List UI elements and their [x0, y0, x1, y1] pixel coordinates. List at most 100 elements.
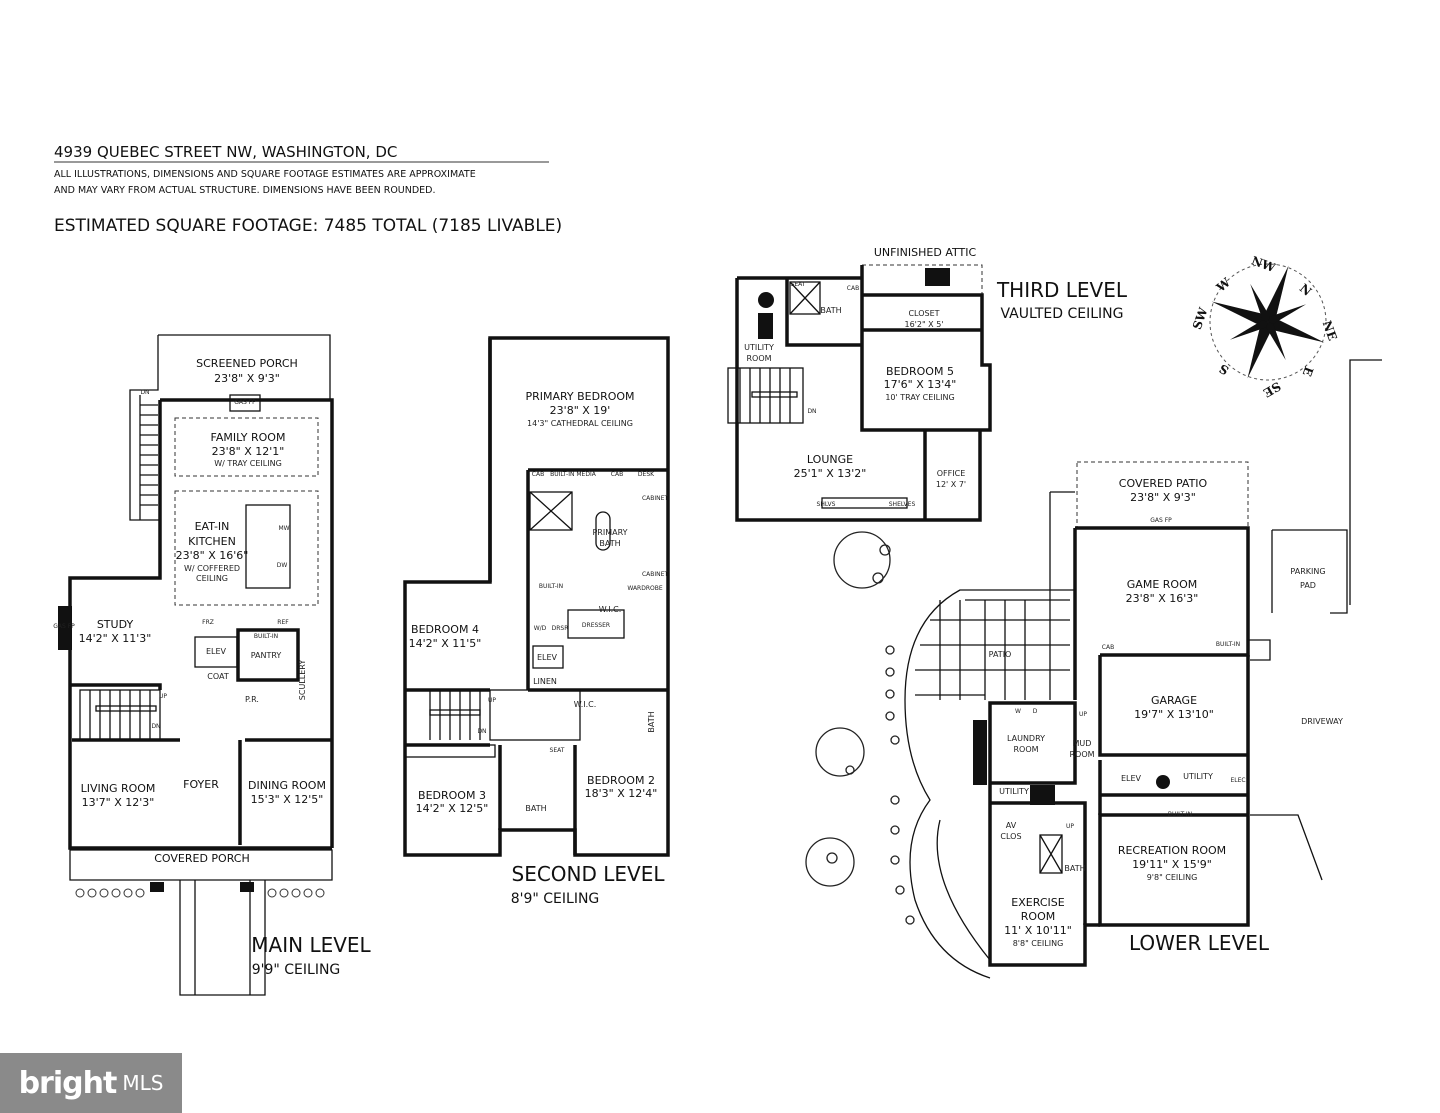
kitchen-label-1: EAT-IN	[195, 520, 230, 533]
recreation-room-dims: 19'11" X 15'9"	[1132, 858, 1212, 871]
attic-label: UNFINISHED ATTIC	[874, 246, 977, 259]
compass-ne: NE	[1320, 319, 1340, 343]
bedroom4-dims: 14'2" X 11'5"	[409, 637, 482, 650]
study-gas-fp-label: GAS FP	[53, 623, 75, 630]
desk-label: DESK	[638, 471, 655, 478]
laundry-label-1: LAUNDRY	[1007, 734, 1045, 743]
wardrobe-label: WARDROBE	[627, 585, 663, 592]
bedroom2-dims: 18'3" X 12'4"	[585, 787, 658, 800]
mud-room-label-1: MUD	[1073, 739, 1092, 748]
powder-room-label: P.R.	[245, 695, 259, 704]
stair-dn-label: DN	[151, 723, 160, 730]
kitchen-label-2: KITCHEN	[188, 535, 236, 548]
covered-patio-label: COVERED PATIO	[1119, 477, 1208, 490]
family-room-note: W/ TRAY CEILING	[214, 459, 282, 468]
square-footage: ESTIMATED SQUARE FOOTAGE: 7485 TOTAL (71…	[54, 216, 562, 236]
built-in-label: BUILT-IN	[254, 633, 278, 640]
coat-label: COAT	[207, 672, 229, 681]
primary-bath-label-1: PRIMARY	[592, 528, 627, 537]
bath-label: BATH	[1064, 864, 1085, 873]
bedroom4-label: BEDROOM 4	[411, 623, 479, 636]
dining-room-dims: 15'3" X 12'5"	[251, 793, 324, 806]
disclaimer-line-1: ALL ILLUSTRATIONS, DIMENSIONS AND SQUARE…	[54, 169, 476, 180]
compass-n: N	[1297, 281, 1314, 299]
covered-patio-dims: 23'8" X 9'3"	[1130, 491, 1196, 504]
dryer-label: D	[1033, 708, 1038, 715]
garage-dims: 19'7" X 13'10"	[1134, 708, 1214, 721]
wic-label: W.I.C.	[599, 605, 622, 614]
primary-bedroom-dims: 23'8" X 19'	[550, 404, 611, 417]
scullery-label: SCULLERY	[298, 660, 307, 701]
mw-label: MW	[278, 525, 289, 532]
driveway-label: DRIVEWAY	[1301, 717, 1343, 726]
study-dims: 14'2" X 11'3"	[79, 632, 152, 645]
drsr-label: DRSR	[552, 625, 569, 632]
living-room-dims: 13'7" X 12'3"	[82, 796, 155, 809]
utility-room-label-1: UTILITY	[744, 343, 774, 352]
elec-label: ELEC	[1230, 777, 1245, 784]
mud-room-label-2: ROOM	[1069, 750, 1094, 759]
shelves-label: SHELVES	[889, 501, 916, 508]
office-label: OFFICE	[937, 469, 966, 478]
family-room-dims: 23'8" X 12'1"	[212, 445, 285, 458]
wic-label-2: W.I.C.	[574, 700, 597, 709]
kitchen-dims: 23'8" X 16'6"	[176, 549, 249, 562]
exercise-room-label-2: ROOM	[1021, 910, 1055, 923]
utility-room-label-2: ROOM	[746, 354, 771, 363]
dining-room-label: DINING ROOM	[248, 779, 326, 792]
seat-label: SEAT	[791, 281, 806, 288]
compass-e: E	[1300, 365, 1316, 378]
ref-label: REF	[277, 619, 289, 626]
header: 4939 QUEBEC STREET NW, WASHINGTON, DC AL…	[54, 143, 562, 236]
cabinet-label-2: CABINET	[642, 571, 668, 578]
compass-rose: NW N NE E SE S SW W	[1190, 253, 1340, 399]
screened-porch-dims: 23'8" X 9'3"	[214, 372, 280, 385]
lower-level-title: LOWER LEVEL	[1129, 931, 1270, 955]
porch-stair-dn-label: DN	[140, 389, 149, 396]
logo-brand: bright	[18, 1065, 118, 1101]
recreation-room-label: RECREATION ROOM	[1118, 844, 1226, 857]
cab-label-2: CAB	[611, 471, 623, 478]
second-level-plan: CAB BUILT-IN MEDIA CAB DESK CABINET CABI…	[403, 336, 670, 907]
second-level-ceiling: 8'9" CEILING	[511, 891, 600, 907]
bedroom2-label: BEDROOM 2	[587, 774, 655, 787]
foyer-label: FOYER	[183, 778, 219, 791]
main-level-plan: SCREENED PORCH 23'8" X 9'3" GAS FP FAMIL…	[53, 334, 372, 996]
third-level-title: THIRD LEVEL	[996, 278, 1128, 302]
gas-fp-label: GAS FP	[234, 399, 256, 406]
game-room-label: GAME ROOM	[1127, 578, 1197, 591]
stair-dn-label: DN	[477, 728, 486, 735]
third-level-plan: UNFINISHED ATTIC CLOSET 16'2" X 5' BATH …	[727, 246, 1128, 522]
seat-label: SEAT	[550, 747, 565, 754]
screened-porch-label: SCREENED PORCH	[196, 357, 298, 370]
primary-bedroom-note: 14'3" CATHEDRAL CEILING	[527, 419, 633, 428]
primary-bedroom-label: PRIMARY BEDROOM	[525, 390, 634, 403]
living-room-label: LIVING ROOM	[81, 782, 156, 795]
washer-label: W	[1015, 708, 1021, 715]
compass-nw: NW	[1249, 253, 1277, 275]
cabinet-label: CABINET	[642, 495, 668, 502]
bath2-label: BATH	[647, 711, 656, 732]
elev-label: ELEV	[1121, 774, 1142, 783]
elev-label: ELEV	[206, 647, 227, 656]
kitchen-note-2: CEILING	[196, 574, 228, 583]
lower-level-plan: COVERED PATIO 23'8" X 9'3" GAS FP GAME R…	[805, 359, 1382, 979]
recreation-room-note: 9'8" CEILING	[1147, 873, 1198, 882]
bedroom5-note: 10' TRAY CEILING	[885, 393, 954, 402]
frz-label: FRZ	[202, 619, 214, 626]
office-dims: 12' X 7'	[936, 480, 966, 489]
cab-label: CAB	[847, 285, 859, 292]
bedroom5-dims: 17'6" X 13'4"	[884, 378, 957, 391]
logo-suffix: MLS	[122, 1071, 164, 1095]
built-in-label: BUILT-IN	[1216, 641, 1240, 648]
compass-se: SE	[1261, 379, 1283, 400]
stair-dn-label: DN	[807, 408, 816, 415]
av-closet-label-2: CLOS	[1000, 832, 1021, 841]
bedroom3-dims: 14'2" X 12'5"	[416, 802, 489, 815]
third-level-ceiling: VAULTED CEILING	[1000, 306, 1123, 322]
second-level-title: SECOND LEVEL	[512, 862, 666, 886]
bright-mls-logo: bright MLS	[0, 1053, 182, 1113]
exercise-room-dims: 11' X 10'11"	[1004, 924, 1072, 937]
shlvs-label: SHLVS	[817, 501, 836, 508]
